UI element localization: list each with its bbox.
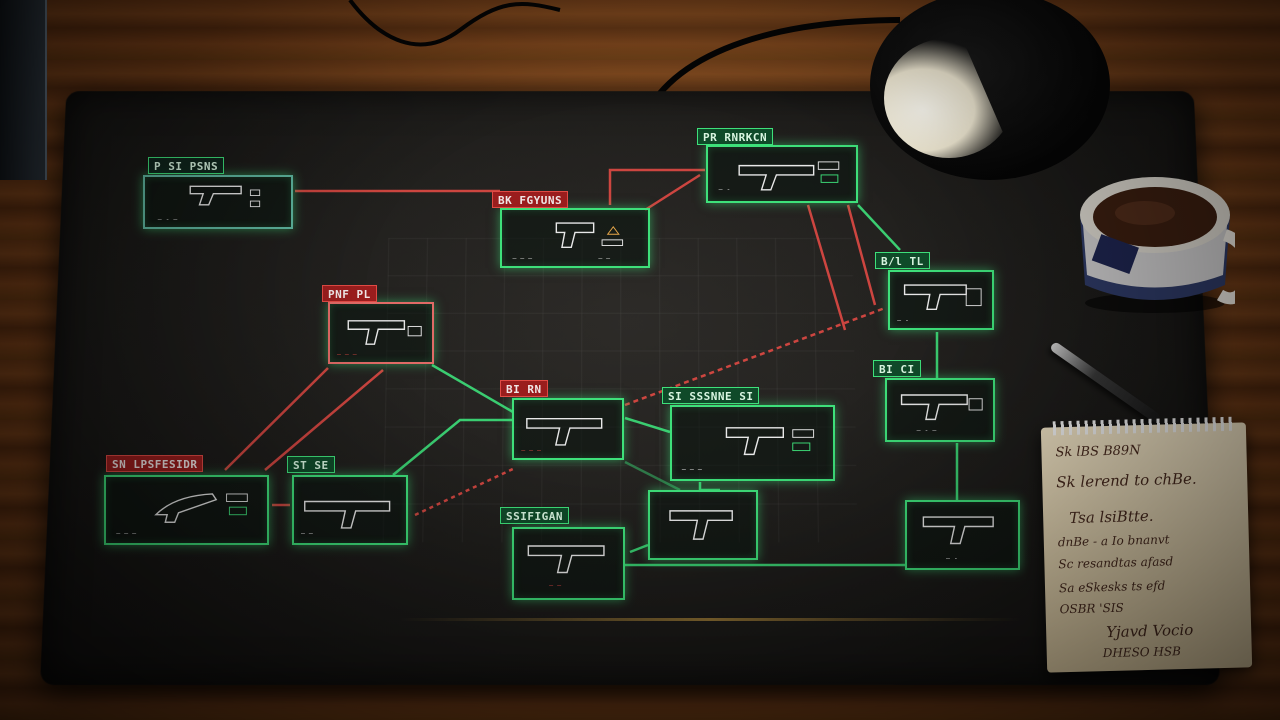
node-label: BK FGYUNS <box>492 191 569 208</box>
weapon-node-assault-rifle-top: — - <box>706 145 858 203</box>
carbine-outline-icon: — - <box>897 284 982 324</box>
svg-text:— — —: — — — <box>682 465 702 473</box>
svg-text:— -: — - <box>897 316 909 324</box>
rifle-outline-icon: — - <box>719 161 840 194</box>
note-line: Sk lBS B89N <box>1055 443 1141 461</box>
note-line: dnBe - a Io bnanvt <box>1057 532 1170 550</box>
weapon-node-bottom-mid <box>648 490 758 560</box>
weapon-node-right-mid: — - — <box>885 378 995 442</box>
note-line: Tsa lsiBtte. <box>1068 506 1154 528</box>
weapon-node-carbine-right: — - <box>888 270 994 330</box>
svg-text:— — —: — — — <box>116 529 136 537</box>
node-label: PR RNRKCN <box>697 128 774 145</box>
red-link <box>224 367 329 471</box>
svg-text:— - —: — - — <box>158 215 178 223</box>
svg-text:— — —: — — — <box>512 254 532 262</box>
rifle-outline-icon: — — <box>301 500 391 537</box>
note-line: Sc resandtas afasd <box>1058 554 1174 572</box>
svg-text:— —: — — <box>598 254 610 262</box>
svg-text:— —: — — <box>301 529 313 537</box>
svg-text:— — —: — — — <box>337 350 357 358</box>
green-link <box>392 418 513 476</box>
node-label: SI SSSNNE SI <box>662 387 760 404</box>
green-link <box>857 204 901 251</box>
carbine-outline-icon: — - <box>922 516 994 562</box>
weapon-node-mid-right: — — — <box>670 405 835 481</box>
svg-text:— —: — — <box>549 582 561 590</box>
node-label: SN LPSFESIDR <box>106 455 204 472</box>
svg-text:— -: — - <box>946 554 958 562</box>
rifle-outline-icon: — — — <box>521 418 603 454</box>
launcher-outline-icon: — — — <box>116 493 248 537</box>
red-link <box>264 369 384 471</box>
coffee-mug <box>1080 177 1235 313</box>
red-link <box>644 173 701 212</box>
weapon-node-center: — — — <box>512 398 624 460</box>
green-link <box>629 543 649 554</box>
weapon-node-bottom-left: — — — <box>104 475 269 545</box>
note-line: Sa eSkesks ts efd <box>1058 578 1166 596</box>
weapon-node-pistol-top: — — — — — <box>500 208 650 268</box>
weapon-node-bottom-second: — — <box>292 475 408 545</box>
node-label: BI RN <box>500 380 548 397</box>
smg-outline-icon: — — — <box>337 320 422 358</box>
note-line: Sk lerend to chBe. <box>1056 469 1197 492</box>
weapon-node-bottom-center: — — <box>512 527 625 600</box>
weapon-node-bottom-right: — - <box>905 500 1020 570</box>
node-label: SSIFIGAN <box>500 507 569 524</box>
svg-text:— — —: — — — <box>521 446 541 454</box>
node-label: B/l TL <box>875 252 930 269</box>
pistol-outline-icon <box>669 510 733 540</box>
note-line: OSBR 'SIS <box>1059 600 1124 617</box>
pistol-outline-icon: — — — — — <box>512 222 624 262</box>
svg-text:— -: — - <box>719 186 731 194</box>
smg-outline-icon: — - — <box>900 394 983 435</box>
svg-text:— - —: — - — <box>917 427 937 435</box>
node-label: ST SE <box>287 456 335 473</box>
notepad: Sk lBS B89N Sk lerend to chBe. Tsa lsiBt… <box>1040 416 1253 673</box>
note-line: DHESO HSB <box>1102 644 1182 661</box>
node-label: PNF PL <box>322 285 377 302</box>
rifle-outline-icon: — — — <box>682 427 815 473</box>
smg-outline-icon: — — <box>527 545 605 590</box>
node-label: BI CI <box>873 360 921 377</box>
smg-outline-icon: — - — <box>158 185 261 223</box>
green-link <box>624 416 671 434</box>
weapon-node-smg-topleft: — - — <box>143 175 293 229</box>
red-link <box>608 168 705 205</box>
red-link <box>806 204 847 331</box>
node-label: P SI PSNS <box>148 157 225 174</box>
green-link <box>698 482 720 492</box>
weapon-node-smg-left: — — — <box>328 302 434 364</box>
note-line: Yjavd Vocio <box>1105 620 1194 642</box>
